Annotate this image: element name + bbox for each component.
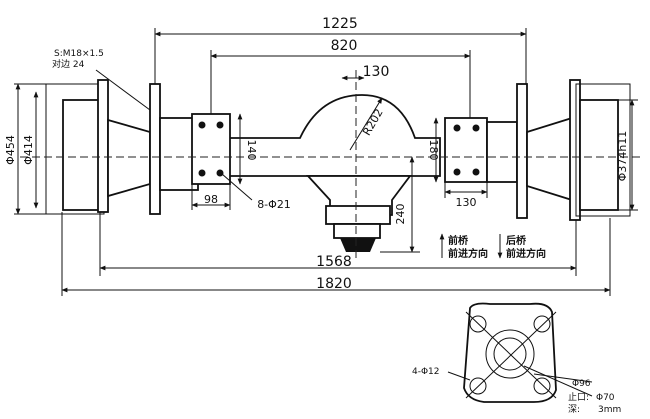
dim-phi414: Φ414 <box>22 135 35 165</box>
right-spring-seat <box>516 83 528 219</box>
flange-depth-value: 3mm <box>598 405 621 415</box>
flange-stop-label: 止口: <box>568 391 589 403</box>
axle-housing <box>197 94 441 177</box>
dimension-lines <box>14 28 638 296</box>
right-hub-flange <box>569 79 581 221</box>
thread-note-line1: S:M18×1.5 <box>54 49 104 59</box>
front-axle-label: 前桥 <box>448 234 469 247</box>
axle-assembly <box>20 70 640 260</box>
right-hub <box>526 116 573 202</box>
flange-holes-label: 4-Φ12 <box>412 367 440 377</box>
dim-phi374: Φ374h11 <box>616 131 629 182</box>
dim-1225: 1225 <box>322 16 358 32</box>
pinion-flange <box>333 223 381 239</box>
bolt-hole <box>472 124 480 132</box>
bolt-hole <box>216 121 224 129</box>
flange-diagonal <box>465 311 557 399</box>
dim-phi454: Φ454 <box>4 135 17 165</box>
left-spring-pad <box>191 113 231 185</box>
dim-130-bottom: 130 <box>456 196 477 209</box>
dim-98: 98 <box>204 193 218 206</box>
left-spring-seat <box>149 83 161 215</box>
rear-direction-label: 前进方向 <box>506 247 546 260</box>
phi96-leader <box>533 373 593 383</box>
left-hub <box>107 118 151 198</box>
dim-240: 240 <box>394 204 407 225</box>
holes-leader <box>447 371 471 381</box>
flange-bore-outer <box>485 329 535 379</box>
dim-140: 140 <box>245 140 258 161</box>
rear-axle-label: 后桥 <box>506 234 527 247</box>
left-hub-flange <box>97 79 109 213</box>
flange-phi70-label: Φ70 <box>596 393 615 403</box>
flange-hole <box>469 315 487 333</box>
dimension-labels: 1225 820 130 R202 140 180 98 8-Φ21 240 1… <box>4 16 629 292</box>
pinion-housing <box>325 205 391 225</box>
thread-note-line2: 对边 24 <box>52 58 85 70</box>
front-direction-label: 前进方向 <box>448 247 488 260</box>
dim-1568: 1568 <box>316 254 352 270</box>
right-axle-sleeve <box>486 121 518 183</box>
dim-130-top: 130 <box>363 64 390 80</box>
dim-180: 180 <box>427 140 440 161</box>
companion-flange <box>340 238 376 252</box>
flange-hole <box>469 377 487 395</box>
flange-bore-inner <box>493 337 527 371</box>
bolt-hole <box>453 124 461 132</box>
bolt-hole <box>198 169 206 177</box>
right-brake-drum <box>579 99 619 211</box>
bolt-hole <box>472 168 480 176</box>
flange-depth-label: 深: <box>568 404 580 415</box>
bolt-hole <box>453 168 461 176</box>
flange-phi96-label: Φ96 <box>572 379 591 389</box>
flange-hole <box>533 315 551 333</box>
dim-820: 820 <box>331 38 358 54</box>
dim-holes: 8-Φ21 <box>257 198 291 211</box>
dim-1820: 1820 <box>316 276 352 292</box>
bolt-hole <box>216 169 224 177</box>
left-brake-drum <box>62 99 102 211</box>
phi70-leader <box>523 365 593 397</box>
flange-hole <box>533 377 551 395</box>
right-spring-pad <box>444 117 488 183</box>
flange-detail: 4-Φ12 Φ96 止口: Φ70 深: 3mm <box>412 302 621 415</box>
direction-notes: 前桥 前进方向 后桥 前进方向 <box>439 233 546 260</box>
bolt-hole <box>198 121 206 129</box>
